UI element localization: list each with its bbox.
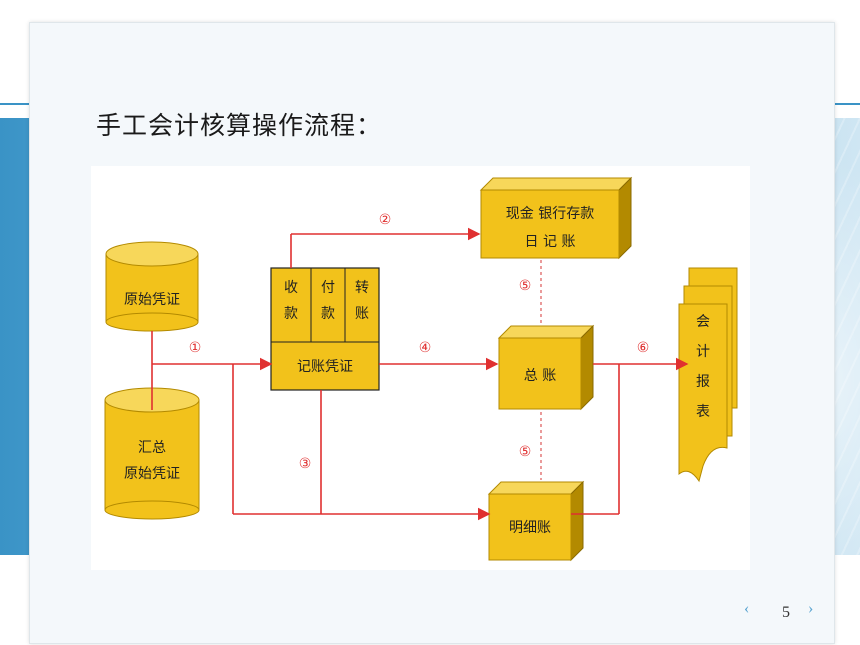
report-label-1: 会 xyxy=(696,314,710,330)
voucher-payment-1: 付 xyxy=(321,280,335,296)
voucher-receipt-2: 款 xyxy=(284,306,298,322)
step-5b-marker: ⑤ xyxy=(519,444,532,460)
page-navigation: ‹ 5 › xyxy=(744,600,824,624)
summary-voucher-cylinder: 汇总 原始凭证 xyxy=(104,387,200,520)
accounting-voucher-box: 收 款 付 款 转 账 记账凭证 xyxy=(270,267,380,391)
voucher-receipt-1: 收 xyxy=(284,280,298,296)
general-ledger-box: 总 账 xyxy=(497,324,595,411)
voucher-transfer-2: 账 xyxy=(355,306,369,322)
slide-title: 手工会计核算操作流程： xyxy=(96,111,383,140)
summary-voucher-label-1: 汇总 xyxy=(138,440,166,456)
journal-label-1: 现金 银行存款 xyxy=(506,206,594,222)
voucher-transfer-1: 转 xyxy=(355,280,369,296)
flowchart-diagram: 原始凭证 汇总 原始凭证 收 款 付 款 转 账 记账凭证 xyxy=(91,166,750,570)
original-voucher-cylinder: 原始凭证 xyxy=(105,241,199,332)
journal-label-2: 日 记 账 xyxy=(525,234,576,250)
summary-voucher-label-2: 原始凭证 xyxy=(124,466,180,482)
subsidiary-ledger-label: 明细账 xyxy=(509,520,551,536)
step-markers: ① ② ③ ④ ⑤ ⑤ ⑥ xyxy=(189,212,650,472)
step-5a-marker: ⑤ xyxy=(519,278,532,294)
step-3-marker: ③ xyxy=(299,456,312,472)
general-ledger-label: 总 账 xyxy=(524,368,556,384)
subsidiary-ledger-box: 明细账 xyxy=(487,480,585,562)
step-2-marker: ② xyxy=(379,212,392,228)
original-voucher-label: 原始凭证 xyxy=(124,292,180,308)
journal-box: 现金 银行存款 日 记 账 xyxy=(479,176,633,260)
report-label-2: 计 xyxy=(696,344,710,360)
flow-connectors xyxy=(151,227,689,521)
prev-page-button[interactable]: ‹ xyxy=(744,600,750,617)
report-label-4: 表 xyxy=(696,404,710,420)
flowchart-svg: 原始凭证 汇总 原始凭证 收 款 付 款 转 账 记账凭证 xyxy=(104,176,738,562)
page-number: 5 xyxy=(782,604,790,621)
voucher-bottom-label: 记账凭证 xyxy=(297,359,353,375)
step-6-marker: ⑥ xyxy=(637,340,650,356)
accounting-reports-stack: 会 计 报 表 xyxy=(678,267,738,483)
report-label-3: 报 xyxy=(696,374,710,390)
step-4-marker: ④ xyxy=(419,340,432,356)
voucher-payment-2: 款 xyxy=(321,306,335,322)
step-1-marker: ① xyxy=(189,340,202,356)
next-page-button[interactable]: › xyxy=(808,600,814,617)
